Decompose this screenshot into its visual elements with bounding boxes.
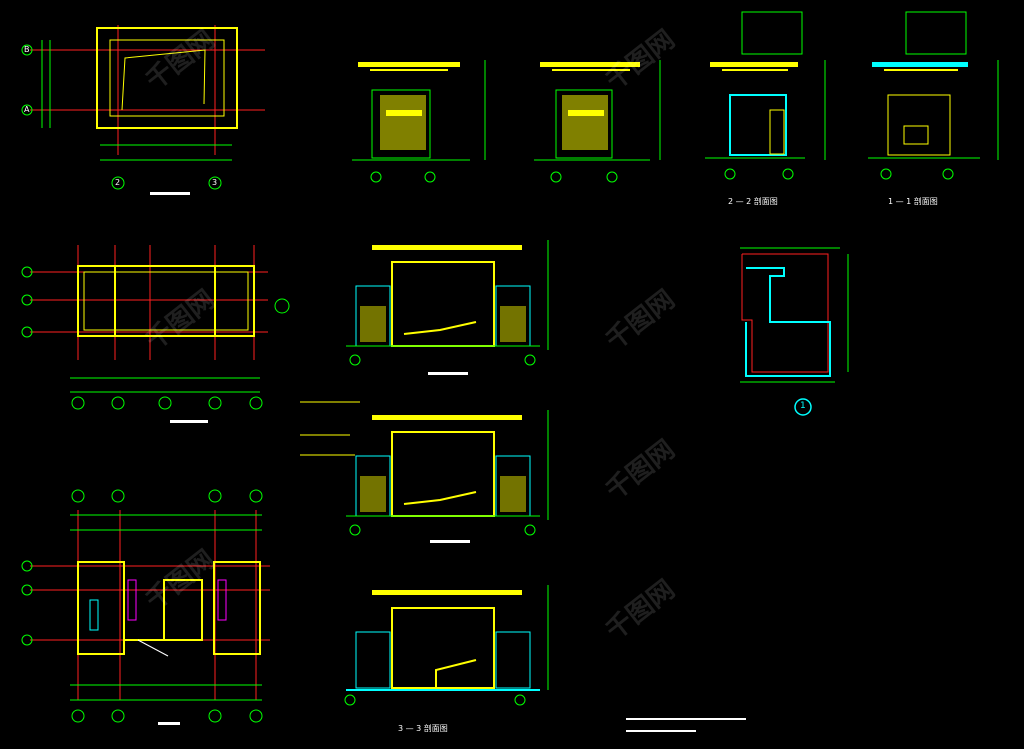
detail-bubble [794, 398, 812, 416]
elevation-a-b-1 [352, 60, 486, 161]
detail-1 [740, 247, 849, 383]
elevation-a-b-2 [534, 60, 661, 161]
axis-bubble-2 [111, 176, 125, 190]
section-3-3: 3 — 3 剖面图 [346, 585, 549, 733]
axis-bubble-b [21, 44, 33, 56]
elevation-1-4 [300, 401, 549, 543]
title-section-1-1: 1 — 1 剖面图 [888, 196, 938, 206]
axis-label-a: A [24, 105, 30, 114]
axis-bubble-3 [208, 176, 222, 190]
detail-label-1: 1 [800, 401, 806, 411]
elevation-4-1 [346, 240, 549, 375]
axis-bubbles [21, 44, 954, 723]
section-2-2: 2 — 2 剖面图 [705, 11, 826, 206]
axis-label-2: 2 [115, 178, 121, 187]
roof-plan [30, 25, 265, 195]
axis-bubble-a [21, 104, 33, 116]
title-section-3-3: 3 — 3 剖面图 [398, 723, 448, 733]
section-1-1: 1 — 1 剖面图 [868, 11, 999, 206]
axis-label-b: B [24, 45, 30, 54]
axis-label-3: 3 [212, 178, 218, 187]
title-section-2-2: 2 — 2 剖面图 [728, 196, 778, 206]
floor-plan-upper [30, 245, 290, 423]
notes [626, 718, 746, 732]
ground-floor-plan [30, 510, 270, 725]
